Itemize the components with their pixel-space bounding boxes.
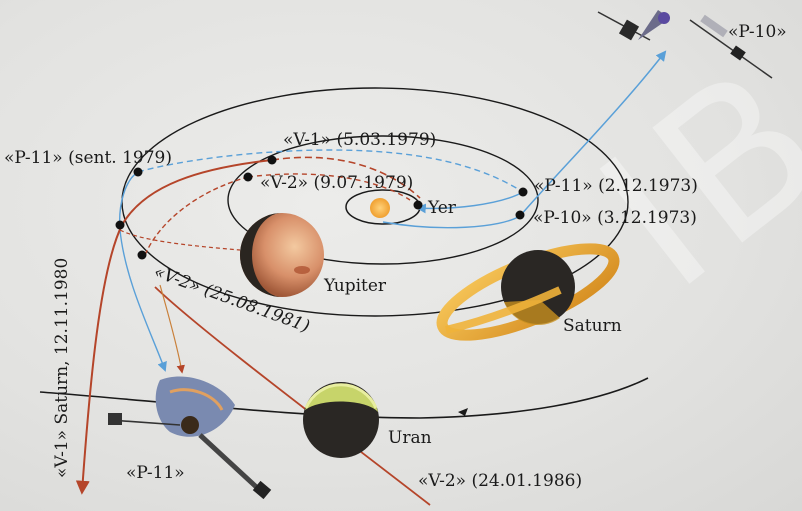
label-uranus: Uran bbox=[388, 428, 432, 448]
label-p10-top: «P-10» bbox=[728, 22, 787, 42]
label-v1-date: «V-1» (5.03.1979) bbox=[283, 130, 437, 150]
label-p11-dec: «P-11» (2.12.1973) bbox=[534, 176, 698, 196]
label-p11-sent: «P-11» (sent. 1979) bbox=[4, 148, 172, 168]
label-v2-date: «V-2» (9.07.1979) bbox=[260, 173, 414, 193]
sun-icon bbox=[370, 198, 390, 218]
label-saturn: Saturn bbox=[563, 316, 622, 336]
orbit-uranus bbox=[39, 377, 649, 419]
label-earth: Yer bbox=[428, 198, 456, 218]
label-jupiter: Yupiter bbox=[324, 276, 387, 296]
jupiter-planet bbox=[240, 213, 324, 297]
uranus-planet bbox=[303, 382, 379, 458]
label-v1-saturn: «V-1» Saturn, 12.11.1980 bbox=[52, 257, 72, 478]
pioneer-trajectories bbox=[118, 50, 667, 372]
pioneer-10-probe-icon bbox=[597, 10, 773, 79]
spacecraft-positions bbox=[115, 155, 528, 260]
pioneer-11-probe-icon bbox=[108, 376, 272, 500]
saturn-planet bbox=[436, 243, 620, 341]
label-p11-bottom: «P-11» bbox=[126, 463, 185, 483]
label-p10-dec: «P-10» (3.12.1973) bbox=[533, 208, 697, 228]
orbit-jupiter bbox=[227, 135, 539, 265]
label-v2-jan: «V-2» (24.01.1986) bbox=[418, 471, 583, 491]
